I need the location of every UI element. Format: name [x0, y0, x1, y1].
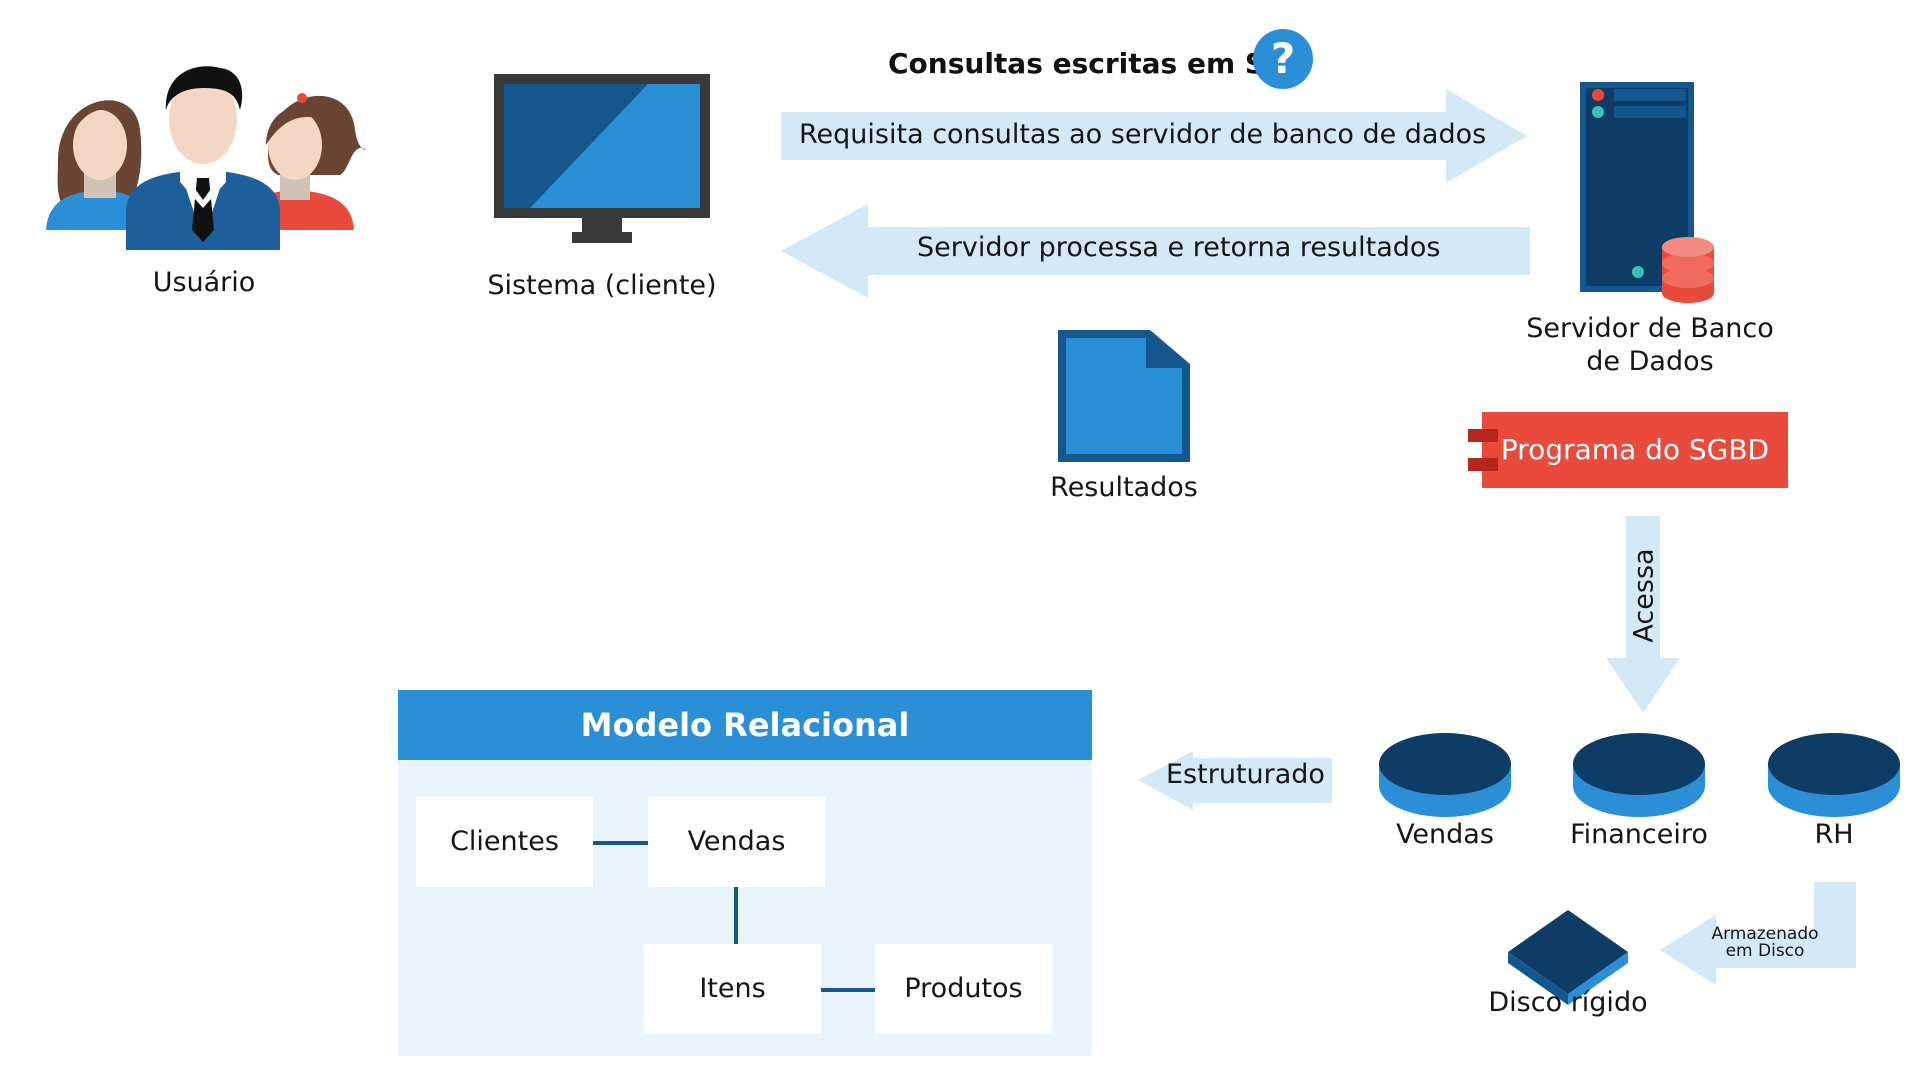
request-arrow-label: Requisita consultas ao servidor de banco… — [799, 119, 1487, 150]
access-arrow-shape — [1606, 516, 1680, 713]
relation-link — [734, 887, 738, 944]
sgbd-program-box: Programa do SGBD — [1468, 412, 1788, 488]
user-label: Usuário — [152, 267, 256, 298]
document-icon — [1058, 330, 1190, 462]
diagram-title: Consultas escritas em SQL — [888, 47, 1307, 80]
database-icon — [1768, 733, 1900, 817]
server-label-line2: de Dados — [1586, 346, 1714, 377]
database-icon — [1379, 733, 1511, 817]
response-arrow-label: Servidor processa e retorna resultados — [917, 232, 1441, 263]
relational-model-title: Modelo Relacional — [398, 690, 1092, 760]
red-database-icon — [1662, 237, 1714, 303]
relational-model-panel: Modelo Relacional Clientes Vendas Itens … — [398, 690, 1092, 1056]
storage-arrow-shape — [1660, 882, 1856, 985]
component-tab — [1468, 458, 1498, 471]
help-question-icon: ? — [1253, 29, 1313, 89]
database-label-rh: RH — [1814, 819, 1854, 850]
client-label: Sistema (cliente) — [487, 270, 717, 301]
storage-arrow-label-line2: em Disco — [1725, 941, 1805, 961]
access-arrow-label: Acessa — [1628, 548, 1660, 643]
entity-itens: Itens — [644, 944, 821, 1034]
entity-clientes: Clientes — [416, 797, 593, 887]
request-arrow-shape — [781, 89, 1527, 183]
entity-vendas: Vendas — [648, 797, 825, 887]
results-label: Resultados — [1050, 472, 1198, 503]
hard-disk-icon — [1508, 910, 1628, 1005]
database-label-financeiro: Financeiro — [1570, 819, 1708, 850]
component-tab — [1468, 429, 1498, 442]
server-label-line1: Servidor de Banco — [1526, 313, 1774, 344]
entity-produtos: Produtos — [875, 944, 1052, 1034]
user-group-icon — [46, 66, 366, 250]
monitor-icon — [494, 74, 710, 243]
database-label-vendas: Vendas — [1396, 819, 1494, 850]
structured-arrow-label: Estruturado — [1166, 759, 1325, 790]
database-icon — [1573, 733, 1705, 817]
relation-link — [821, 988, 875, 992]
storage-arrow-label-line1: Armazenado — [1711, 924, 1819, 944]
response-arrow-shape — [781, 204, 1530, 298]
sgbd-label: Programa do SGBD — [1500, 433, 1770, 466]
hard-disk-label: Disco rígido — [1488, 987, 1648, 1018]
relation-link — [593, 841, 648, 845]
structured-arrow-shape — [1138, 751, 1332, 810]
